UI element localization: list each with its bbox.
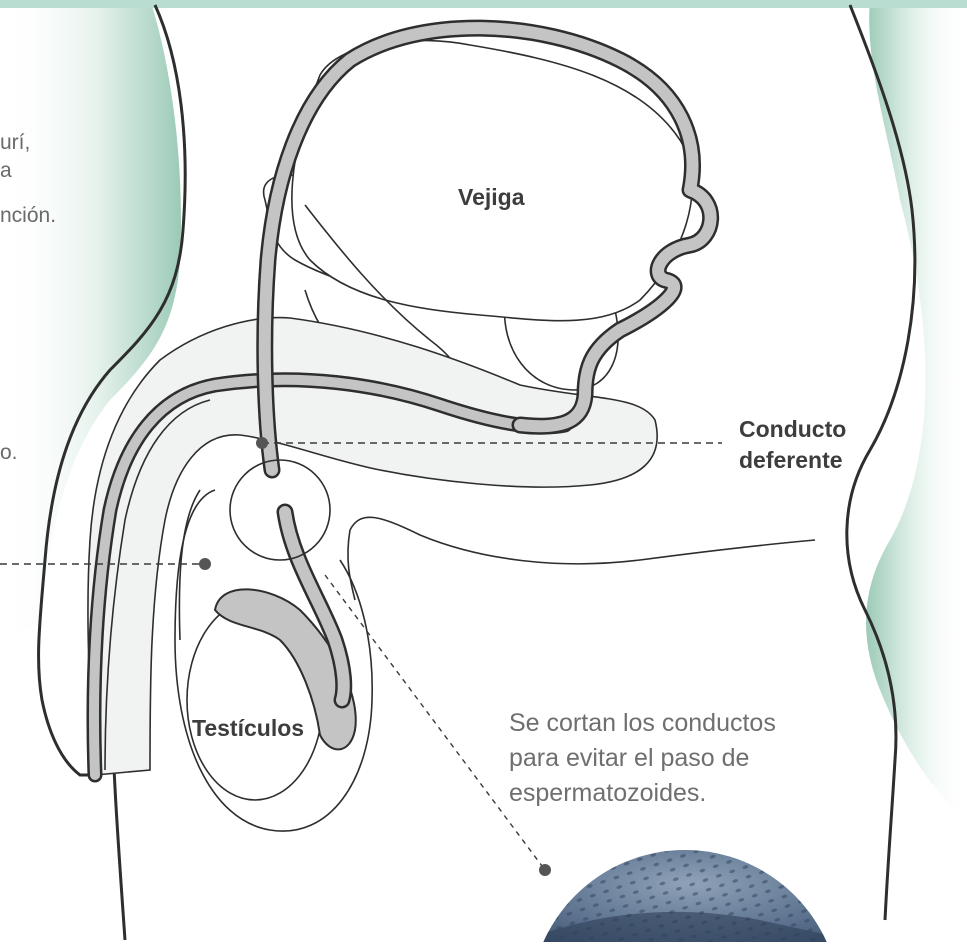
surgery-photo [520, 840, 860, 942]
vas-deferens-label-line-1: Conducto [739, 415, 846, 444]
top-band [0, 0, 967, 8]
vas-deferens-label-line-2: deferente [739, 446, 843, 475]
left-text-line-3: nción. [0, 203, 56, 229]
left-text-line-2: a [0, 158, 12, 184]
left-text-line-1: urí, [0, 130, 30, 156]
bladder [292, 40, 692, 320]
right-green-shade [866, 0, 967, 820]
scrotum-fold [179, 490, 200, 640]
left-leader-dot [199, 558, 211, 570]
testicles-label: Testículos [192, 715, 304, 742]
caption-line-2: para evitar el paso de [509, 743, 749, 774]
photo-leader-dot [539, 864, 551, 876]
caption-line-1: Se cortan los conductos [509, 708, 776, 739]
caption-line-3: espermatozoides. [509, 778, 706, 809]
left-text-line-4: o. [0, 440, 18, 466]
perineum-line [350, 517, 815, 564]
perineum-edge [348, 530, 355, 600]
vas-deferens-dot [256, 437, 268, 449]
bladder-label: Vejiga [458, 184, 524, 211]
thigh-outline [56, 775, 100, 942]
